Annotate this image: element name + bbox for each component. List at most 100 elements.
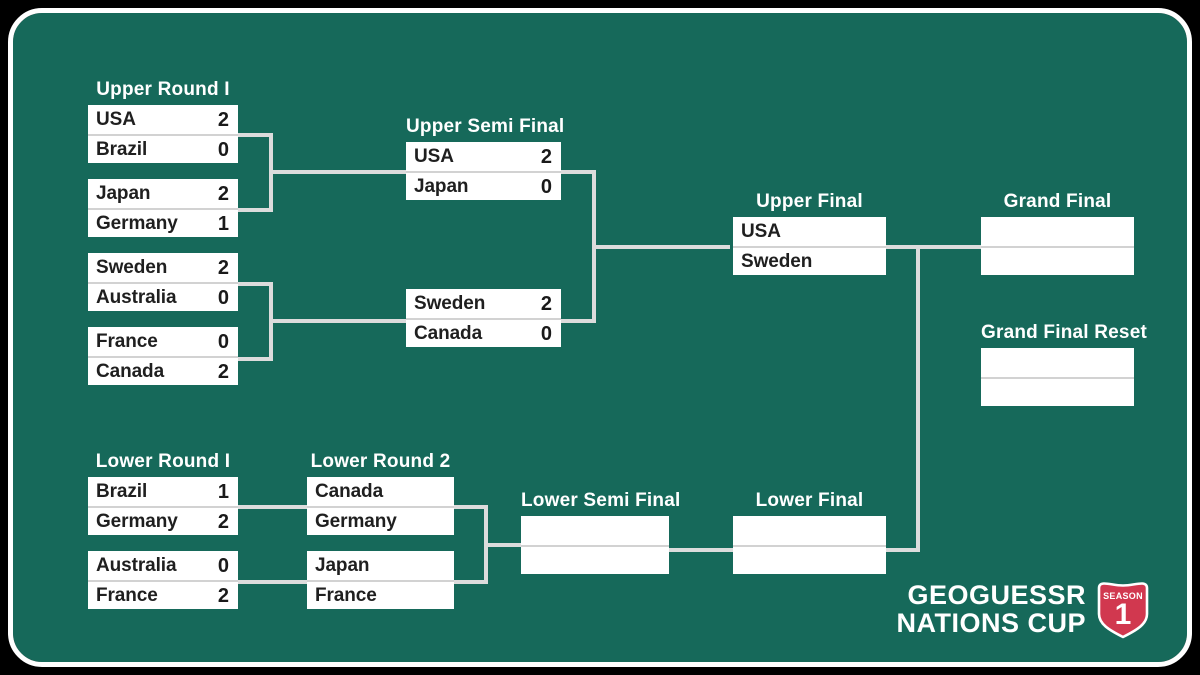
match-slot[interactable]: France	[307, 580, 454, 609]
match-slot[interactable]: Canada 0	[406, 318, 561, 347]
match-upper-final-m1[interactable]: USA Sweden	[733, 217, 886, 275]
connector-ur1-m4-out	[225, 357, 273, 361]
round-title-lower-round-1: Lower Round I	[95, 451, 231, 472]
match-lower-final-m1[interactable]	[733, 516, 886, 574]
team-score: 2	[540, 145, 552, 168]
geoguessr-nations-cup-logo: GEOGUESSR NATIONS CUP SEASON 1	[896, 580, 1151, 640]
connector-lr1-m1-to-lr2	[269, 505, 307, 509]
match-slot[interactable]: Japan 2	[88, 179, 238, 208]
match-lower-round-1-m2[interactable]: Australia 0 France 2	[88, 551, 238, 609]
connector-lr2-m1-out	[443, 505, 488, 509]
match-slot[interactable]: Japan 0	[406, 171, 561, 200]
match-slot[interactable]: Germany 1	[88, 208, 238, 237]
team-score: 0	[540, 322, 552, 345]
match-slot[interactable]: Germany 2	[88, 506, 238, 535]
team-name: Japan	[96, 183, 151, 204]
match-lower-round-2-m1[interactable]: Canada Germany	[307, 477, 454, 535]
round-grand-final: Grand Final	[981, 192, 1134, 275]
match-lower-semi-final-m1[interactable]	[521, 516, 669, 574]
match-slot[interactable]: Germany	[307, 506, 454, 535]
connector-lr2-m2-out	[443, 580, 488, 584]
match-slot[interactable]	[521, 516, 669, 545]
team-name: Sweden	[741, 251, 813, 272]
match-slot[interactable]: Sweden 2	[406, 289, 561, 318]
connector-ur1-pair2-to-usf	[269, 319, 406, 323]
round-title-upper-semi-final: Upper Semi Final	[406, 116, 565, 137]
round-title-upper-round-1: Upper Round I	[96, 79, 230, 100]
round-title-grand-final-reset: Grand Final Reset	[981, 322, 1147, 343]
match-slot[interactable]: Australia 0	[88, 282, 238, 311]
match-upper-round-1-m2[interactable]: Japan 2 Germany 1	[88, 179, 238, 237]
team-name: Australia	[96, 555, 177, 576]
match-upper-round-1-m3[interactable]: Sweden 2 Australia 0	[88, 253, 238, 311]
match-slot[interactable]: Canada 2	[88, 356, 238, 385]
team-name: Germany	[315, 511, 397, 532]
match-upper-round-1-m1[interactable]: USA 2 Brazil 0	[88, 105, 238, 163]
round-title-lower-round-2: Lower Round 2	[310, 451, 451, 472]
match-slot[interactable]: Australia 0	[88, 551, 238, 580]
match-slot[interactable]: Brazil 1	[88, 477, 238, 506]
match-grand-final-reset-m1[interactable]	[981, 348, 1134, 406]
match-slot[interactable]	[733, 516, 886, 545]
connector-lsf-out	[668, 548, 733, 552]
round-title-grand-final: Grand Final	[1003, 191, 1112, 212]
connector-lr1-m2-out	[225, 580, 273, 584]
round-lower-semi-final: Lower Semi Final	[521, 491, 680, 574]
match-slot[interactable]	[981, 217, 1134, 246]
logo-line-1: GEOGUESSR	[907, 580, 1086, 611]
match-slot[interactable]	[981, 348, 1134, 377]
connector-lr2-to-lsf	[484, 543, 521, 547]
match-slot[interactable]: France 2	[88, 580, 238, 609]
connector-usf-m2-out	[548, 319, 596, 323]
team-name: Canada	[414, 323, 483, 344]
team-name: France	[96, 585, 158, 606]
team-name: USA	[741, 221, 781, 242]
match-slot[interactable]: Canada	[307, 477, 454, 506]
team-name: Japan	[315, 555, 370, 576]
shield-season-number: 1	[1114, 598, 1132, 631]
match-slot[interactable]: USA 2	[88, 105, 238, 134]
match-slot[interactable]	[981, 377, 1134, 406]
match-slot[interactable]	[521, 545, 669, 574]
team-name: Sweden	[96, 257, 168, 278]
connector-ur1-pair1-to-usf	[269, 170, 406, 174]
match-slot[interactable]: Sweden 2	[88, 253, 238, 282]
team-score: 1	[217, 480, 229, 503]
match-slot[interactable]	[733, 545, 886, 574]
match-grand-final-m1[interactable]	[981, 217, 1134, 275]
connector-ur1-m2-out	[225, 208, 273, 212]
round-upper-final: Upper Final USA Sweden	[733, 192, 886, 275]
team-score: 0	[217, 330, 229, 353]
team-name: France	[315, 585, 377, 606]
round-upper-semi-final: Upper Semi Final USA 2 Japan 0 Sweden 2 …	[406, 117, 564, 347]
match-lower-round-2-m2[interactable]: Japan France	[307, 551, 454, 609]
match-slot[interactable]: France 0	[88, 327, 238, 356]
match-slot[interactable]	[981, 246, 1134, 275]
team-name: Germany	[96, 213, 178, 234]
season-shield-icon: SEASON 1	[1095, 580, 1151, 640]
match-lower-round-1-m1[interactable]: Brazil 1 Germany 2	[88, 477, 238, 535]
round-lower-round-1: Lower Round I Brazil 1 Germany 2 Austral…	[88, 452, 238, 609]
match-upper-round-1-m4[interactable]: France 0 Canada 2	[88, 327, 238, 385]
bracket-board: Upper Round I USA 2 Brazil 0 Japan 2 Ger…	[13, 13, 1187, 662]
connector-to-grand-final	[916, 245, 981, 249]
match-slot[interactable]: Sweden	[733, 246, 886, 275]
match-slot[interactable]: Brazil 0	[88, 134, 238, 163]
match-slot[interactable]: USA 2	[406, 142, 561, 171]
match-slot[interactable]: Japan	[307, 551, 454, 580]
match-upper-semi-final-m1[interactable]: USA 2 Japan 0	[406, 142, 561, 200]
match-upper-semi-final-m2[interactable]: Sweden 2 Canada 0	[406, 289, 561, 347]
team-score: 2	[217, 360, 229, 383]
round-grand-final-reset: Grand Final Reset	[981, 323, 1147, 406]
team-name: France	[96, 331, 158, 352]
connector-lr1-m2-to-lr2	[269, 580, 307, 584]
team-name: Sweden	[414, 293, 486, 314]
team-score: 0	[540, 175, 552, 198]
shield-season-label: SEASON	[1103, 591, 1143, 601]
team-score: 0	[217, 138, 229, 161]
round-title-upper-final: Upper Final	[756, 191, 863, 212]
team-name: Japan	[414, 176, 469, 197]
connector-upper-final-out	[885, 245, 920, 249]
match-slot[interactable]: USA	[733, 217, 886, 246]
